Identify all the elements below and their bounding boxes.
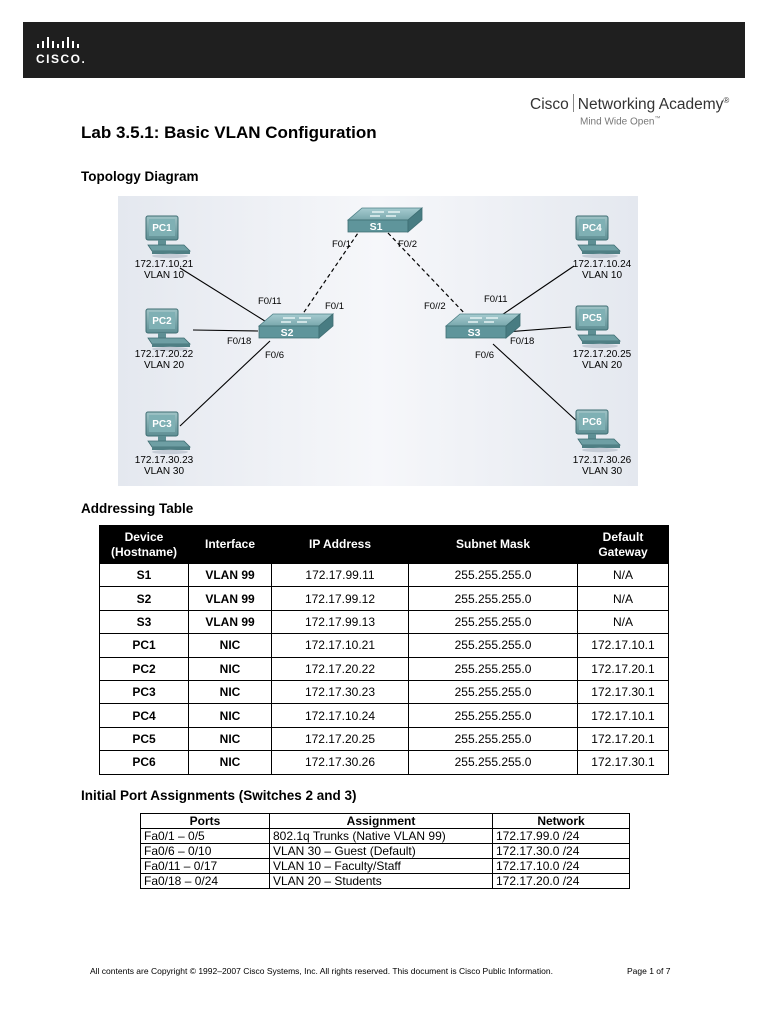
footer-page-number: Page 1 of 7: [627, 966, 671, 976]
pc5[interactable]: PC5: [575, 305, 621, 349]
switch-s1[interactable]: S1: [347, 207, 423, 233]
addressing-heading: Addressing Table: [81, 501, 194, 516]
pc3-label: PC3: [152, 419, 172, 430]
footer-copyright: All contents are Copyright © 1992–2007 C…: [90, 966, 553, 976]
port-s2-f018: F0/18: [227, 336, 251, 347]
pc1-ip: 172.17.10.21: [135, 259, 194, 270]
port-s3-f06: F0/6: [475, 350, 494, 361]
addr-col-ip: IP Address: [271, 525, 409, 564]
addr-col-gateway: Default Gateway: [577, 525, 669, 564]
cisco-logo: CISCO.: [36, 36, 96, 71]
link-s3-pc5: [505, 326, 572, 333]
link-s3-pc6: [492, 343, 581, 425]
port-s2-f06: F0/6: [265, 350, 284, 361]
diagram-background: [118, 196, 638, 486]
port-s1-f02: F0/2: [398, 239, 417, 250]
switch-s3-label: S3: [468, 327, 481, 339]
port-s1-f01: F0/1: [332, 239, 351, 250]
cna-brand: Cisco: [530, 96, 569, 113]
pc1[interactable]: PC1: [145, 215, 191, 259]
link-s1-s2-trunk: [299, 232, 359, 319]
addr-col-device: Device (Hostname): [99, 525, 189, 564]
pc4-ip: 172.17.10.24: [573, 259, 632, 270]
cna-academy: Networking Academy: [577, 96, 724, 113]
port-col-assignment: Assignment: [269, 813, 493, 829]
pc6-ip: 172.17.30.26: [573, 455, 632, 466]
lab-title: Lab 3.5.1: Basic VLAN Configuration: [81, 123, 377, 142]
pc1-label: PC1: [152, 223, 172, 234]
addressing-header-row: Device (Hostname) Interface IP Address S…: [99, 525, 669, 564]
port-s2-f01: F0/1: [325, 301, 344, 312]
pc5-label: PC5: [582, 313, 602, 324]
pc5-ip: 172.17.20.25: [573, 349, 632, 360]
pc3-ip: 172.17.30.23: [135, 455, 194, 466]
pc4-vlan: VLAN 10: [582, 270, 622, 281]
cisco-logo-text: CISCO.: [36, 52, 86, 66]
pc1-vlan: VLAN 10: [144, 270, 184, 281]
header-banner: CISCO.: [23, 22, 745, 78]
pc4[interactable]: PC4: [575, 215, 621, 259]
switch-s1-label: S1: [370, 221, 383, 233]
port-assignments-heading: Initial Port Assignments (Switches 2 and…: [81, 788, 357, 803]
pc6-label: PC6: [582, 417, 602, 428]
pc2-label: PC2: [152, 316, 172, 327]
addressing-table: Device (Hostname) Interface IP Address S…: [99, 525, 669, 775]
link-s1-s3-trunk: [387, 232, 469, 318]
switch-s3[interactable]: S3: [445, 313, 521, 339]
link-s3-pc4: [492, 265, 575, 322]
pc2[interactable]: PC2: [145, 308, 191, 352]
switch-s2[interactable]: S2: [258, 313, 334, 339]
port-header-row: Ports Assignment Network: [140, 813, 630, 829]
pc6[interactable]: PC6: [575, 409, 621, 453]
switch-s2-label: S2: [281, 327, 294, 339]
port-col-ports: Ports: [140, 813, 270, 829]
pc2-ip: 172.17.20.22: [135, 349, 194, 360]
topology-heading: Topology Diagram: [81, 169, 199, 184]
link-pc1-s2: [179, 267, 269, 324]
link-pc3-s2: [179, 340, 271, 427]
addr-col-interface: Interface: [188, 525, 272, 564]
port-s3-f018: F0/18: [510, 336, 534, 347]
pc5-vlan: VLAN 20: [582, 360, 622, 371]
port-s3-f011: F0/11: [484, 294, 508, 305]
pc2-vlan: VLAN 20: [144, 360, 184, 371]
pc4-label: PC4: [582, 223, 602, 234]
pc3-vlan: VLAN 30: [144, 466, 184, 477]
cisco-bridge-icon: CISCO.: [36, 37, 86, 66]
cna-tagline: Mind Wide Open: [580, 116, 655, 128]
addr-col-mask: Subnet Mask: [408, 525, 578, 564]
pc3[interactable]: PC3: [145, 411, 191, 455]
port-s3-f02: F0//2: [424, 301, 446, 312]
port-s2-f011: F0/11: [258, 296, 282, 307]
port-col-network: Network: [492, 813, 630, 829]
link-pc2-s2: [192, 329, 259, 332]
topology-diagram: S1 S2 S3 PC1 PC2 PC3 PC4 PC5 PC6 172.17.…: [118, 196, 638, 486]
pc6-vlan: VLAN 30: [582, 466, 622, 477]
